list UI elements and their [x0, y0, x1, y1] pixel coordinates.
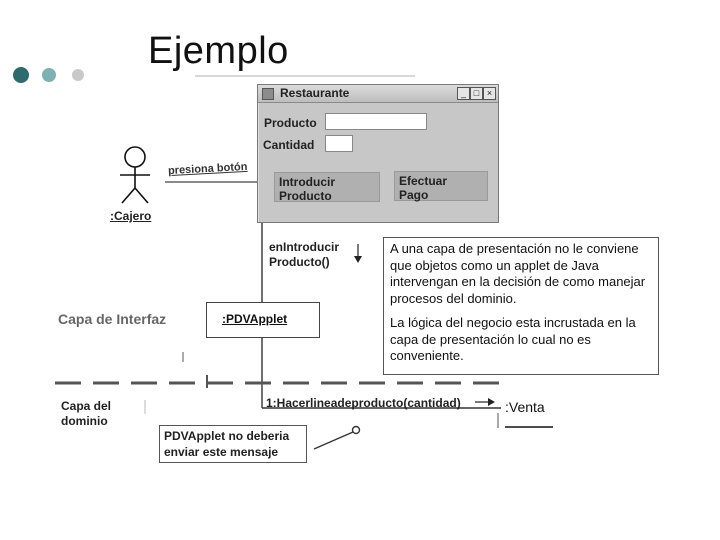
window-titlebar: Restaurante _ □ ×	[258, 85, 498, 103]
actor-stick-figure	[120, 146, 150, 204]
message-arrow-head	[354, 256, 362, 263]
slide-title: Ejemplo	[148, 30, 289, 72]
hacerlinea-message: 1:Hacerlineadeproducto(cantidad)	[266, 396, 461, 410]
applet-warning-note: PDVApplet no deberia enviar este mensaje	[159, 425, 307, 463]
note-paragraph-2: La lógica del negocio esta incrustada en…	[390, 315, 636, 363]
note-paragraph-1: A una capa de presentación no le convien…	[390, 241, 646, 306]
maximize-icon[interactable]: □	[470, 87, 483, 100]
cantidad-label: Cantidad	[263, 138, 315, 152]
efectuar-pago-button[interactable]: Efectuar Pago	[394, 171, 488, 202]
minimize-icon[interactable]: _	[457, 87, 470, 100]
explanation-note: A una capa de presentación no le convien…	[383, 237, 659, 375]
window-title: Restaurante	[280, 86, 350, 100]
introducir-producto-button[interactable]: Introducir Producto	[274, 172, 380, 203]
enintroducir-message: enIntroducir Producto()	[269, 240, 340, 269]
venta-object: :Venta	[505, 399, 545, 415]
bullet-dot	[72, 69, 84, 81]
app-icon	[262, 88, 274, 100]
venta-arrow-head	[488, 398, 495, 406]
capa-interfaz-label: Capa de Interfaz	[58, 311, 167, 327]
producto-input[interactable]	[325, 113, 427, 130]
actor-name: :Cajero	[110, 209, 152, 223]
capa-dominio-label: Capa del dominio	[61, 399, 112, 428]
producto-label: Producto	[264, 116, 317, 130]
pdvapplet-object: :PDVApplet	[206, 302, 320, 338]
bullet-dot	[42, 68, 56, 82]
restaurante-window: Restaurante _ □ × Producto Cantidad Intr…	[257, 84, 499, 223]
note-connector-end	[351, 425, 361, 435]
bullet-dot	[13, 67, 29, 83]
pdvapplet-name: :PDVApplet	[222, 312, 288, 326]
cantidad-input[interactable]	[325, 135, 353, 152]
note-connector	[313, 431, 354, 450]
close-icon[interactable]: ×	[483, 87, 496, 100]
